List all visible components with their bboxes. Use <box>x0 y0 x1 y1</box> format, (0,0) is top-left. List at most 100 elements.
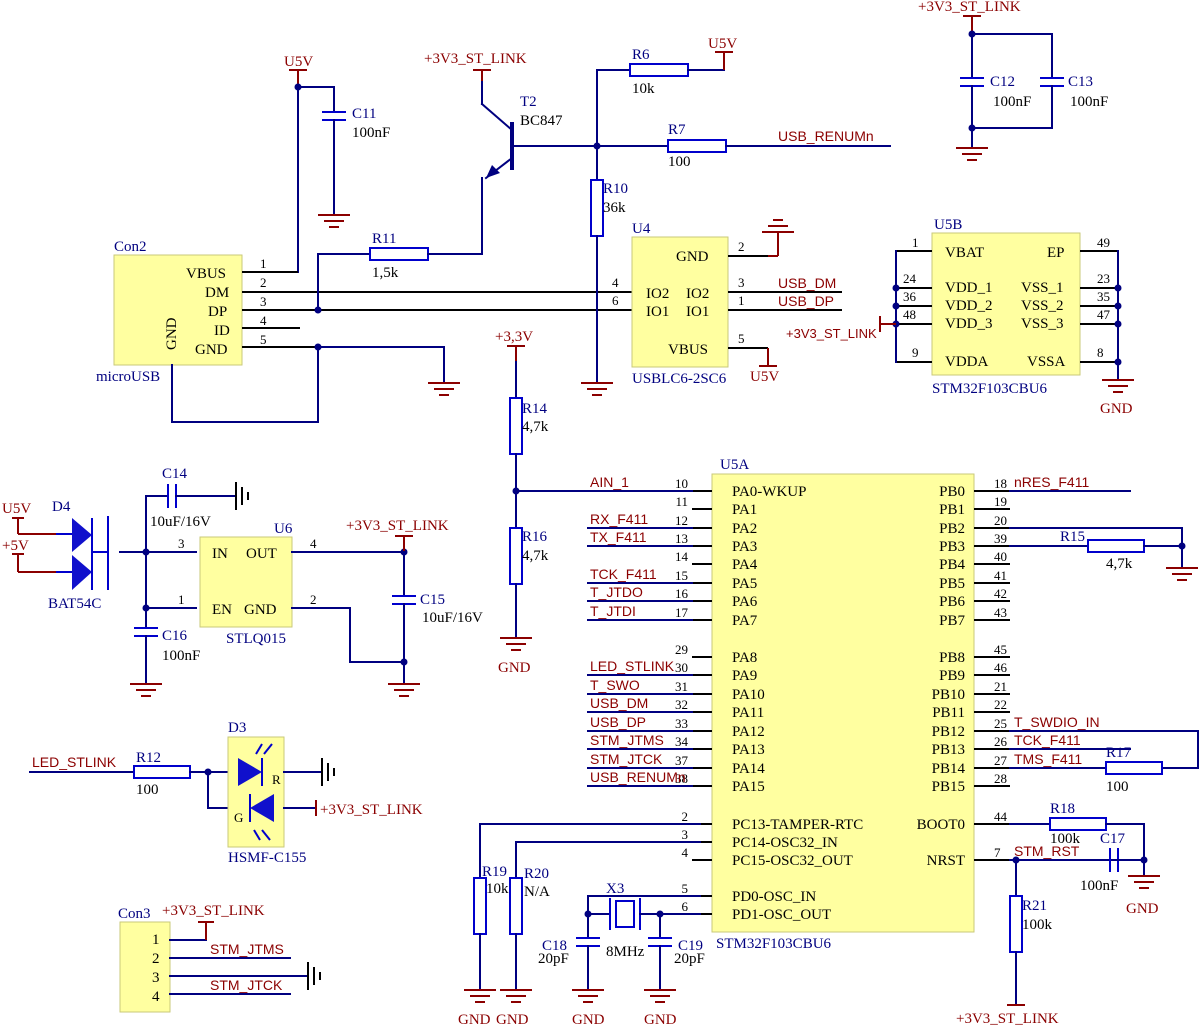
r21-power-label: +3V3_ST_LINK <box>956 1011 1059 1027</box>
r17-value: 100 <box>1106 779 1129 795</box>
divider-r14-r16: +3,3V R14 4,7k R16 4,7k GND <box>495 329 549 676</box>
t2-power-label: +3V3_ST_LINK <box>424 51 527 67</box>
capacitor-c15: C15 10uF/16V <box>392 592 483 626</box>
pin-name: PA7 <box>732 613 758 629</box>
c12-value: 100nF <box>993 94 1031 110</box>
r16-gnd-label: GND <box>498 660 531 676</box>
power-input-d4: U5V +5V D4 BAT54C <box>2 499 109 612</box>
pin-number: 44 <box>994 809 1008 824</box>
u5a-ref: U5A <box>720 457 749 473</box>
con2-pin-name: GND <box>195 342 228 358</box>
u6-pin-num: 3 <box>178 536 185 551</box>
u5b-pin-num: 36 <box>903 289 917 304</box>
pin-name: PA2 <box>732 521 757 537</box>
c19-ref: C19 <box>678 938 703 954</box>
d4-5v-label: +5V <box>2 538 29 554</box>
r12-value: 100 <box>136 782 159 798</box>
net-usb-dp: USB_DP <box>778 293 834 309</box>
pin-name: PA3 <box>732 539 757 555</box>
pin-number: 14 <box>675 549 689 564</box>
u5b-pin-num: 1 <box>912 235 919 250</box>
pin-name: PA13 <box>732 742 765 758</box>
pin-name: PB13 <box>932 742 965 758</box>
pin-name: PB8 <box>939 650 965 666</box>
c13-value: 100nF <box>1070 94 1108 110</box>
u4-pin-name: GND <box>676 249 709 265</box>
r14-ref: R14 <box>522 401 548 417</box>
pin-name: PA12 <box>732 724 765 740</box>
u5b-pin-name: VSSA <box>1027 354 1066 370</box>
u5b-pin-num: 49 <box>1097 235 1110 250</box>
u5b-value: STM32F103CBU6 <box>932 381 1048 397</box>
c12-power-label: +3V3_ST_LINK <box>918 0 1021 15</box>
pin-number: 15 <box>675 568 688 583</box>
pin-name: PB15 <box>932 779 965 795</box>
pin-number: 16 <box>675 586 689 601</box>
pin-name: PD0-OSC_IN <box>732 889 816 905</box>
r6-ref: R6 <box>632 47 650 63</box>
pin-number: 4 <box>682 845 689 860</box>
net-label: STM_JTCK <box>590 751 663 767</box>
pin-number: 42 <box>994 586 1007 601</box>
pin-name: PB1 <box>939 502 965 518</box>
connector-con2: Con2 VBUS DM DP ID GND GND microUSB 1 2 … <box>96 239 267 385</box>
r19-ref: R19 <box>482 864 507 880</box>
pin-number: 38 <box>675 771 688 786</box>
u6-pin-name: GND <box>244 602 277 618</box>
con2-pin-num: 5 <box>260 332 267 347</box>
pin-number: 17 <box>675 605 689 620</box>
pin-name: PB2 <box>939 521 965 537</box>
chip-u5a: U5A STM32F103CBU6 <box>711 457 975 952</box>
u4-ref: U4 <box>632 221 651 237</box>
r11-value: 1,5k <box>372 265 399 281</box>
capacitor-c14: C14 10uF/16V <box>150 466 211 530</box>
con3-pin-num: 3 <box>152 970 160 986</box>
con2-pin-name: DM <box>205 285 229 301</box>
r12-ref: R12 <box>136 750 161 766</box>
u5b-pin-num: 48 <box>903 307 916 322</box>
u6-pin-name: IN <box>212 546 228 562</box>
pin-name: PB11 <box>932 705 965 721</box>
u4-pin-num: 4 <box>612 275 619 290</box>
pin-name: PB4 <box>939 557 965 573</box>
d3-r-label: R <box>272 772 281 787</box>
pin-number: 3 <box>682 827 689 842</box>
net-label: TCK_F411 <box>590 566 657 582</box>
c16-value: 100nF <box>162 648 200 664</box>
u5a-left-bottom-wiring: R19 10k GND R20 N/A GND X3 8MHz C18 20pF… <box>458 823 705 1027</box>
net-label: USB_DM <box>590 695 648 711</box>
u5b-ref: U5B <box>934 217 962 233</box>
con2-pin-name: VBUS <box>186 266 226 282</box>
r16-value: 4,7k <box>522 548 549 564</box>
u6-power-label: +3V3_ST_LINK <box>346 518 449 534</box>
x3-value: 8MHz <box>606 944 645 960</box>
u4-vbus-power: U5V <box>750 369 779 385</box>
c17-value: 100nF <box>1080 878 1118 894</box>
u5b-pin-name: VBAT <box>945 245 984 261</box>
u5b-wiring: +3V3_ST_LINK GND <box>786 250 1135 417</box>
pin-name: PB9 <box>939 668 965 684</box>
c19-value: 20pF <box>674 951 705 967</box>
pin-number: 34 <box>675 734 689 749</box>
con2-ref: Con2 <box>114 239 147 255</box>
pin-number: 13 <box>675 531 688 546</box>
chip-u6: U6 IN OUT EN GND 3 4 1 2 STLQ015 <box>178 521 317 647</box>
pin-number: 10 <box>675 476 688 491</box>
pin-name: PA14 <box>732 761 765 777</box>
d4-ref: D4 <box>52 499 71 515</box>
r21-ref: R21 <box>1022 898 1047 914</box>
pin-number: 5 <box>682 881 689 896</box>
c11-ref: C11 <box>352 106 376 122</box>
resistor-r6: R6 10k <box>629 47 689 97</box>
pin-number: 45 <box>994 642 1007 657</box>
u6-pin-num: 4 <box>310 536 317 551</box>
